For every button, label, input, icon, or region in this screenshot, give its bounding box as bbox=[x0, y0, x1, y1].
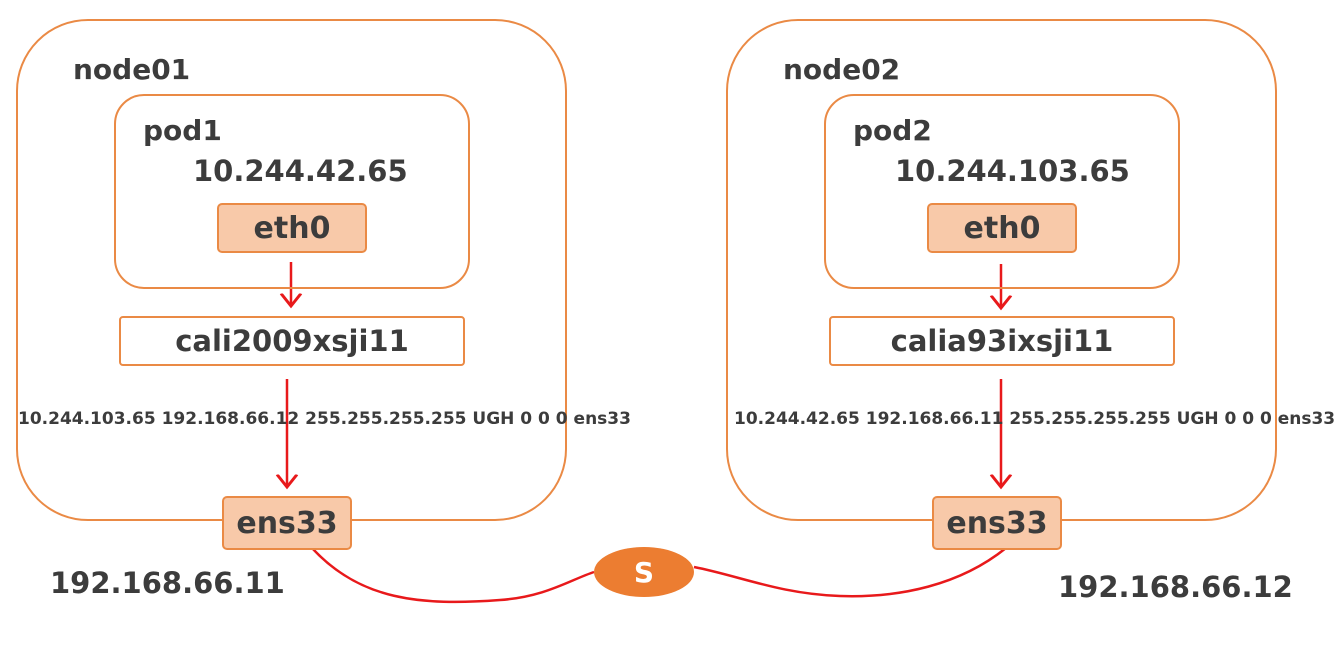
switch-label: S bbox=[633, 555, 655, 589]
node02-ens33: ens33 bbox=[932, 496, 1062, 550]
node01-route-entry: 10.244.103.65 192.168.66.12 255.255.255.… bbox=[18, 409, 631, 429]
pod2-box bbox=[824, 94, 1180, 289]
network-switch: S bbox=[594, 547, 694, 597]
pod1-ip: 10.244.42.65 bbox=[193, 154, 408, 188]
pod1-title: pod1 bbox=[143, 114, 222, 147]
pod2-eth0: eth0 bbox=[927, 203, 1077, 253]
pod1-eth0: eth0 bbox=[217, 203, 367, 253]
node01-ens33: ens33 bbox=[222, 496, 352, 550]
pod2-ip: 10.244.103.65 bbox=[895, 154, 1130, 188]
node01-title: node01 bbox=[73, 53, 191, 86]
cable-node02-to-switch bbox=[693, 547, 1007, 598]
node01-host-ip: 192.168.66.11 bbox=[50, 566, 285, 600]
node01-veth: cali2009xsji11 bbox=[119, 316, 465, 366]
node02-host-ip: 192.168.66.12 bbox=[1058, 570, 1293, 604]
node02-title: node02 bbox=[783, 53, 901, 86]
node02-veth: calia93ixsji11 bbox=[829, 316, 1175, 366]
node02-route-entry: 10.244.42.65 192.168.66.11 255.255.255.2… bbox=[734, 409, 1334, 429]
pod1-box bbox=[114, 94, 470, 289]
cable-node01-to-switch bbox=[311, 547, 595, 604]
pod2-title: pod2 bbox=[853, 114, 932, 147]
